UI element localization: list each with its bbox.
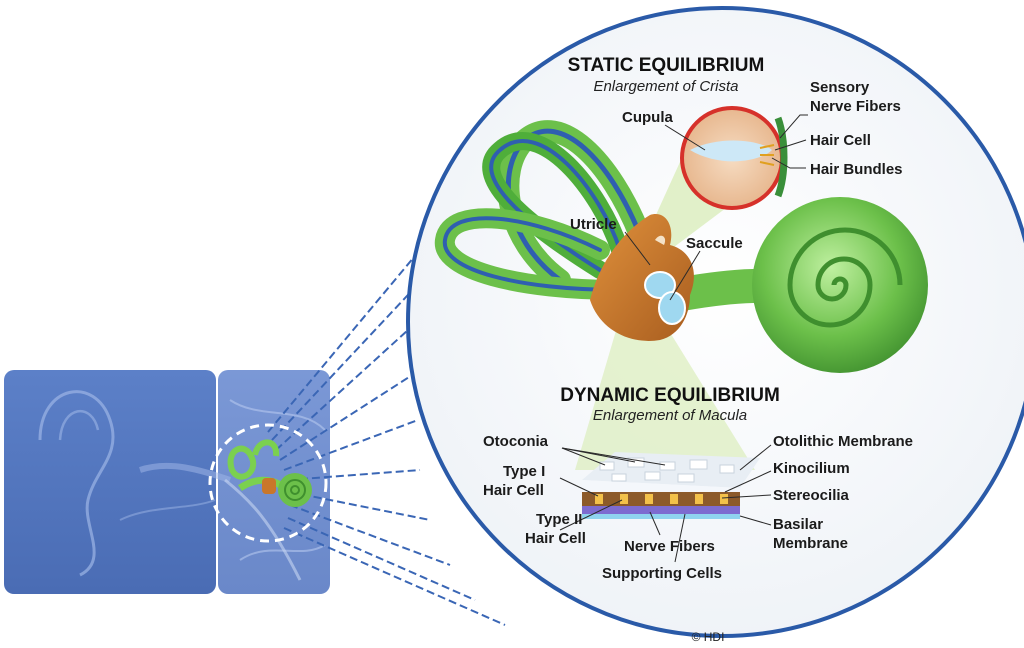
- label-kinocilium: Kinocilium: [773, 460, 850, 477]
- static-title: STATIC EQUILIBRIUM: [568, 55, 765, 76]
- label-cupula: Cupula: [622, 109, 673, 126]
- label-basilar-line1: Basilar: [773, 516, 823, 533]
- label-otoconia: Otoconia: [483, 433, 549, 450]
- label-type1-line1: Type I: [503, 463, 545, 480]
- copyright-text: © HDI: [692, 630, 725, 644]
- label-stereocilia: Stereocilia: [773, 487, 850, 504]
- dynamic-title: DYNAMIC EQUILIBRIUM: [560, 385, 780, 406]
- label-basilar-line2: Membrane: [773, 535, 848, 552]
- label-nerve-fibers: Nerve Fibers: [624, 538, 715, 555]
- label-hair-bundles: Hair Bundles: [810, 161, 903, 178]
- label-hair-cell-crista: Hair Cell: [810, 132, 871, 149]
- label-type2-line1: Type II: [536, 511, 582, 528]
- label-otolithic-membrane: Otolithic Membrane: [773, 433, 913, 450]
- label-saccule: Saccule: [686, 235, 743, 252]
- label-type1-line2: Hair Cell: [483, 482, 544, 499]
- label-supporting-cells: Supporting Cells: [602, 565, 722, 582]
- label-sensory-line1: Sensory: [810, 79, 870, 96]
- label-sensory-line2: Nerve Fibers: [810, 98, 901, 115]
- label-type2-line2: Hair Cell: [525, 530, 586, 547]
- cochlea: [646, 197, 928, 373]
- static-subtitle: Enlargement of Crista: [593, 78, 738, 95]
- inner-ear-thumbnail: [208, 423, 328, 543]
- leader-lines: [559, 114, 808, 563]
- semicircular-canals: [434, 120, 651, 300]
- macula-zoom-cone: [575, 300, 755, 470]
- crista-inset: [680, 106, 788, 210]
- dynamic-subtitle: Enlargement of Macula: [593, 407, 747, 424]
- magnified-view-circle: [406, 6, 1024, 638]
- label-utricle: Utricle: [570, 216, 617, 233]
- macula-block: [582, 452, 760, 519]
- vestibule: [590, 214, 694, 341]
